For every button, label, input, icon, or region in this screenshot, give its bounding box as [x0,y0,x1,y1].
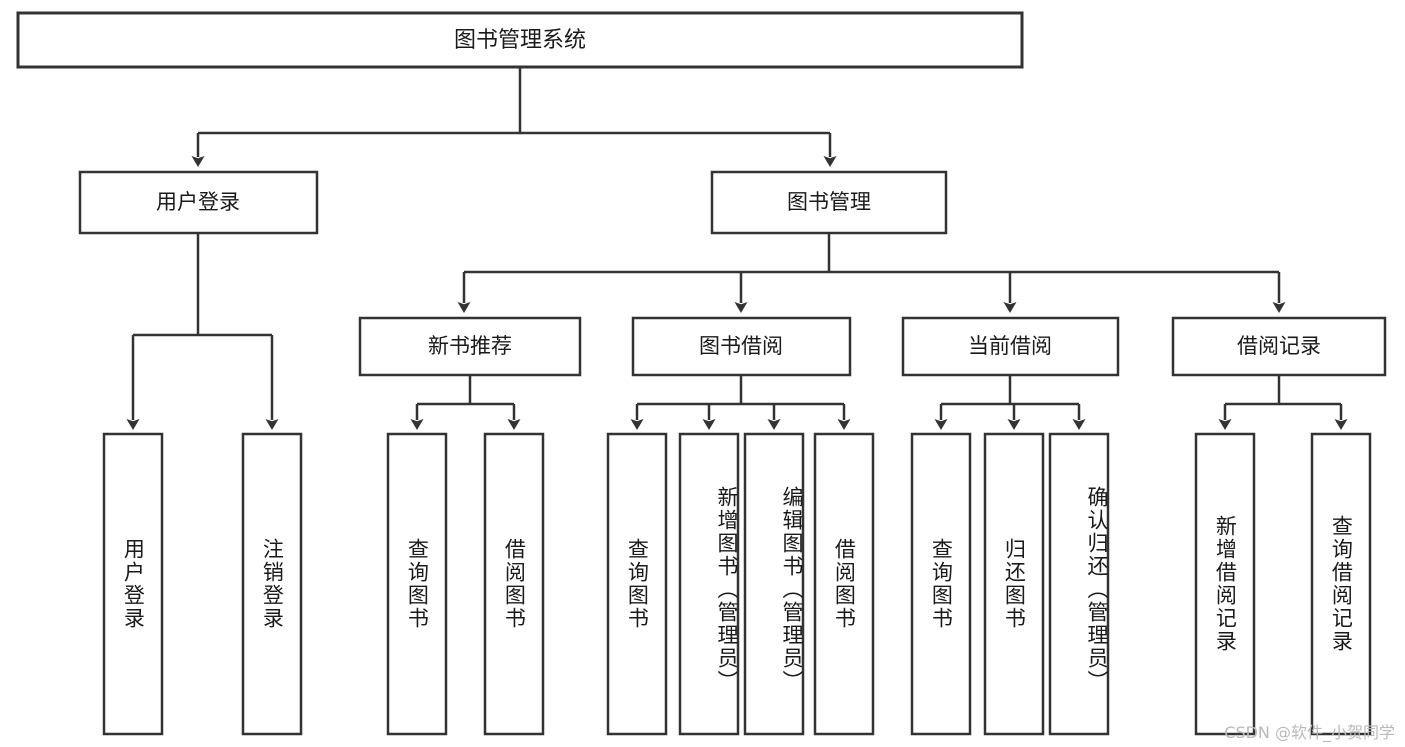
node-borrow-record[interactable]: 借阅记录 [1171,316,1387,377]
node-book-manage-label: 图书管理 [787,190,871,214]
leaf-box-query-book-3[interactable] [910,432,972,736]
csdn-watermark: CSDN @软件_小贺同学 [1224,723,1395,742]
leaf-box-query-book-1[interactable] [386,432,448,736]
connector-new-book-rec-to-leaves [410,375,521,430]
connector-borrow-record-to-leaves [1218,375,1348,430]
node-new-book-rec[interactable]: 新书推荐 [358,316,582,377]
node-book-manage[interactable]: 图书管理 [710,170,948,235]
leaf-box-group [102,432,1372,736]
leaf-box-add-book[interactable] [678,432,740,736]
connector-book-manage-to-level3 [457,233,1286,313]
leaf-box-user-logout[interactable] [241,432,303,736]
leaf-box-add-record[interactable] [1194,432,1256,736]
node-borrow-record-label: 借阅记录 [1237,334,1321,358]
node-current-borrow-label: 当前借阅 [968,334,1052,358]
leaf-box-borrow-book-1[interactable] [483,432,545,736]
leaf-box-query-book-2[interactable] [606,432,668,736]
leaf-box-return-book[interactable] [983,432,1045,736]
leaf-box-query-record[interactable] [1310,432,1372,736]
node-book-borrow-label: 图书借阅 [699,334,783,358]
leaf-box-edit-book[interactable] [743,432,805,736]
node-book-borrow[interactable]: 图书借阅 [631,316,852,377]
node-new-book-rec-label: 新书推荐 [428,334,512,358]
leaf-box-borrow-book-2[interactable] [813,432,875,736]
leaf-box-user-login[interactable] [102,432,164,736]
node-user-login-label: 用户登录 [156,190,240,214]
node-root[interactable]: 图书管理系统 [16,11,1024,69]
connector-root-to-level2 [191,67,837,167]
connector-user-login-to-leaves [126,233,279,430]
node-user-login[interactable]: 用户登录 [78,170,319,235]
node-root-label: 图书管理系统 [454,28,586,53]
connector-book-borrow-to-leaves [630,375,851,430]
leaf-box-confirm-return[interactable] [1048,432,1110,736]
node-current-borrow[interactable]: 当前借阅 [901,316,1120,377]
connector-current-borrow-to-leaves [934,375,1086,430]
